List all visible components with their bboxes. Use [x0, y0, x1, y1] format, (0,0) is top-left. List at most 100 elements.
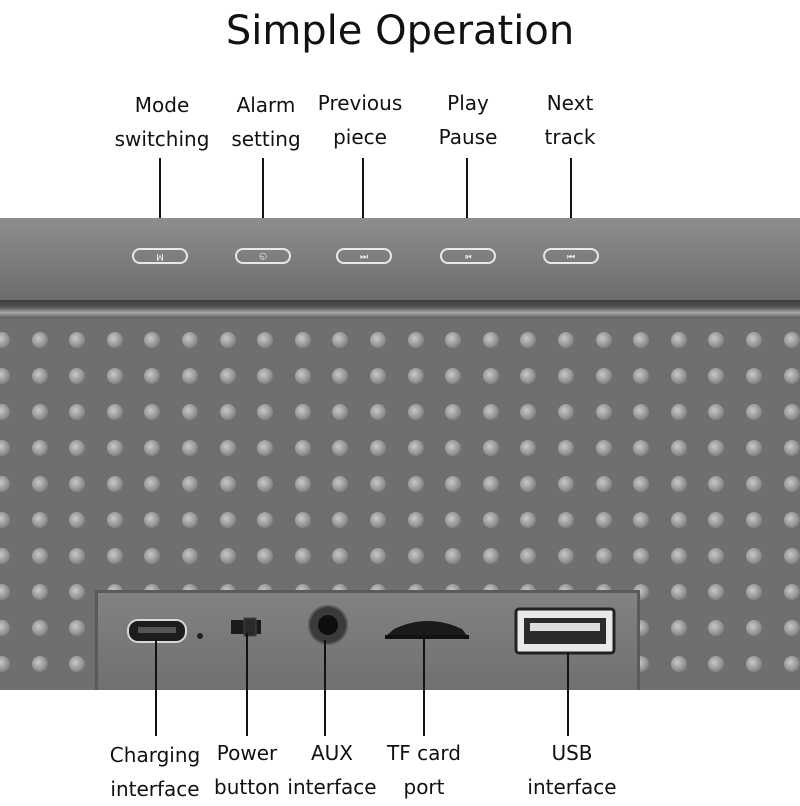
grille-hole	[31, 548, 48, 564]
grille-hole	[482, 476, 499, 492]
grille-hole	[106, 548, 123, 564]
grille-hole	[69, 548, 86, 564]
grille-hole	[332, 476, 349, 492]
grille-hole	[31, 404, 48, 420]
play-pause-button[interactable]: ⏯	[440, 248, 496, 264]
grille-hole	[0, 332, 10, 348]
grille-hole	[708, 548, 725, 564]
grille-hole	[746, 440, 762, 456]
grille-hole	[746, 332, 762, 348]
mode-button[interactable]: M	[132, 248, 188, 264]
grille-hole	[182, 512, 198, 528]
leader-line-usb	[567, 652, 569, 736]
grille-hole	[633, 512, 650, 528]
grille-hole	[746, 620, 762, 636]
grille-hole	[670, 332, 687, 348]
grille-hole	[31, 656, 48, 672]
grille-hole	[294, 548, 311, 564]
grille-hole	[708, 440, 725, 456]
grille-hole	[558, 476, 574, 492]
leader-line-alarm	[262, 158, 264, 242]
leader-line-aux	[324, 640, 326, 736]
grille-hole	[558, 332, 574, 348]
grille-hole	[520, 476, 537, 492]
grille-hole	[670, 368, 687, 384]
grille-hole	[708, 404, 725, 420]
grille-hole	[106, 404, 123, 420]
grille-hole	[31, 584, 48, 600]
grille-hole	[31, 368, 48, 384]
grille-hole	[31, 512, 48, 528]
grille-hole	[31, 620, 48, 636]
leader-line-play	[466, 158, 468, 242]
grille-hole	[633, 476, 650, 492]
grille-hole	[219, 368, 236, 384]
grille-hole	[332, 512, 349, 528]
grille-hole	[558, 548, 574, 564]
grille-hole	[445, 548, 462, 564]
leader-line-charging	[155, 640, 157, 736]
leader-line-power	[246, 633, 248, 736]
grille-hole	[370, 440, 386, 456]
tf-card-slot-icon[interactable]	[385, 621, 469, 639]
grille-hole	[482, 548, 499, 564]
micro-usb-port-icon[interactable]	[127, 619, 187, 643]
alarm-icon: ◷	[259, 251, 267, 261]
grille-hole	[407, 512, 424, 528]
grille-hole	[31, 440, 48, 456]
indicator-light-icon	[197, 633, 203, 639]
next-button[interactable]: ⏭	[543, 248, 599, 264]
grille-hole	[482, 512, 499, 528]
aux-jack-icon[interactable]	[308, 605, 348, 645]
grille-hole	[558, 440, 574, 456]
grille-hole	[0, 368, 10, 384]
grille-hole	[257, 476, 274, 492]
grille-hole	[0, 548, 10, 564]
grille-hole	[294, 368, 311, 384]
grille-hole	[370, 368, 386, 384]
grille-hole	[219, 476, 236, 492]
alarm-button[interactable]: ◷	[235, 248, 291, 264]
grille-hole	[708, 656, 725, 672]
power-switch-icon[interactable]	[231, 617, 261, 637]
leader-line-mode	[159, 158, 161, 242]
grille-hole	[670, 656, 687, 672]
grille-hole	[31, 476, 48, 492]
grille-hole	[0, 584, 10, 600]
grille-hole	[633, 440, 650, 456]
grille-hole	[182, 440, 198, 456]
grille-hole	[708, 512, 725, 528]
grille-hole	[69, 404, 86, 420]
grille-hole	[294, 332, 311, 348]
previous-button[interactable]: ⏮	[336, 248, 392, 264]
mode-icon: M	[156, 251, 164, 261]
grille-hole	[482, 404, 499, 420]
grille-hole	[294, 404, 311, 420]
usb-port-icon[interactable]	[514, 607, 616, 655]
grille-hole	[69, 332, 86, 348]
grille-hole	[746, 476, 762, 492]
grille-hole	[182, 332, 198, 348]
grille-hole	[445, 476, 462, 492]
grille-hole	[520, 548, 537, 564]
grille-hole	[595, 512, 612, 528]
grille-hole	[106, 512, 123, 528]
grille-hole	[182, 476, 198, 492]
grille-hole	[144, 440, 161, 456]
grille-hole	[670, 584, 687, 600]
grille-hole	[0, 404, 10, 420]
grille-hole	[144, 404, 161, 420]
grille-hole	[144, 476, 161, 492]
grille-hole	[257, 440, 274, 456]
grille-hole	[746, 512, 762, 528]
speaker-seam	[0, 300, 800, 318]
grille-hole	[144, 368, 161, 384]
grille-hole	[407, 440, 424, 456]
grille-hole	[0, 656, 10, 672]
grille-hole	[783, 512, 800, 528]
